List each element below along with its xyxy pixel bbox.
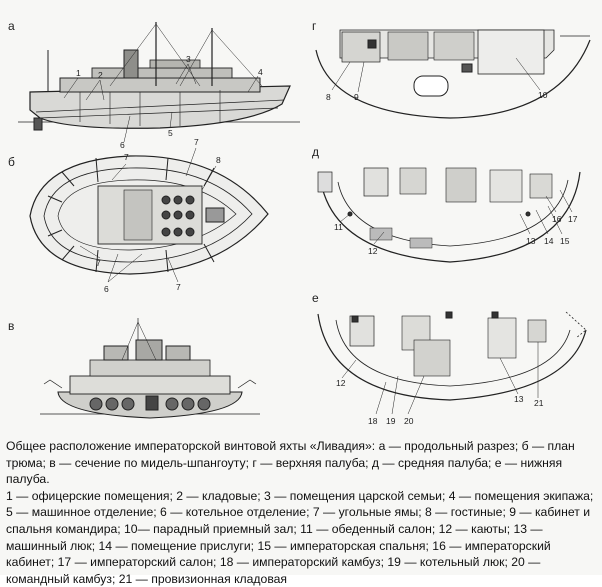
panel-a-callout-6: 6: [120, 140, 125, 150]
panel-b-callout-7a: 7: [124, 152, 129, 162]
caption-legend: 1 — офицерские помещения; 2 — кладовые; …: [6, 488, 594, 586]
panel-d-callout-17: 17: [568, 214, 578, 224]
panel-e-callout-18: 18: [368, 416, 378, 426]
panel-b-callout-6: 6: [104, 284, 109, 294]
panel-a-letter: а: [8, 19, 15, 33]
panel-a-callout-1: 1: [76, 68, 81, 78]
panel-g-callout-10: 10: [538, 90, 548, 100]
panel-g-callout-8: 8: [326, 92, 331, 102]
panel-d-callout-15: 15: [560, 236, 570, 246]
panel-e-callout-20: 20: [404, 416, 414, 426]
panel-d-callout-11: 11: [334, 222, 343, 232]
panel-e-callout-21: 21: [534, 398, 544, 408]
panel-b-hold-plan: б: [8, 137, 269, 294]
yacht-drawings: а: [8, 19, 591, 426]
panel-d-callout-14: 14: [544, 236, 554, 246]
panel-a-callout-2: 2: [98, 70, 103, 80]
panel-d-callout-16: 16: [552, 214, 562, 224]
panel-b-letter: б: [8, 155, 15, 169]
panel-g-upper-deck: г 8 9 10: [312, 19, 591, 119]
panel-a-callout-3: 3: [186, 54, 191, 64]
panel-e-callout-19: 19: [386, 416, 396, 426]
panel-e-callout-12: 12: [336, 378, 346, 388]
panel-v-midship-section: в: [8, 318, 260, 419]
panel-d-callout-13: 13: [526, 236, 536, 246]
panel-g-callout-9: 9: [354, 92, 359, 102]
panel-v-letter: в: [8, 319, 14, 333]
panel-a-longitudinal-section: а: [8, 19, 300, 150]
panel-d-middle-deck: д 11 12 13 14 15 16 17: [312, 145, 581, 263]
caption-title: Общее расположение императорской винтово…: [6, 439, 575, 487]
panel-b-callout-7d: 7: [176, 282, 181, 292]
panel-a-callout-5: 5: [168, 128, 173, 138]
figure-caption: Общее расположение императорской винтово…: [6, 438, 600, 587]
panel-d-callout-12: 12: [368, 246, 378, 256]
panel-b-callout-8: 8: [216, 155, 221, 165]
panel-d-letter: д: [312, 145, 319, 159]
panel-e-letter: е: [312, 291, 319, 305]
panel-b-callout-7b: 7: [194, 137, 199, 147]
panel-e-lower-deck: е 12 18 19 20 13 21: [312, 291, 587, 426]
panel-a-callout-4: 4: [258, 67, 263, 77]
panel-g-letter: г: [312, 19, 317, 33]
panel-b-callout-7c: 7: [96, 258, 101, 268]
panel-e-callout-13: 13: [514, 394, 524, 404]
yacht-general-arrangement-figure: а: [6, 19, 594, 586]
